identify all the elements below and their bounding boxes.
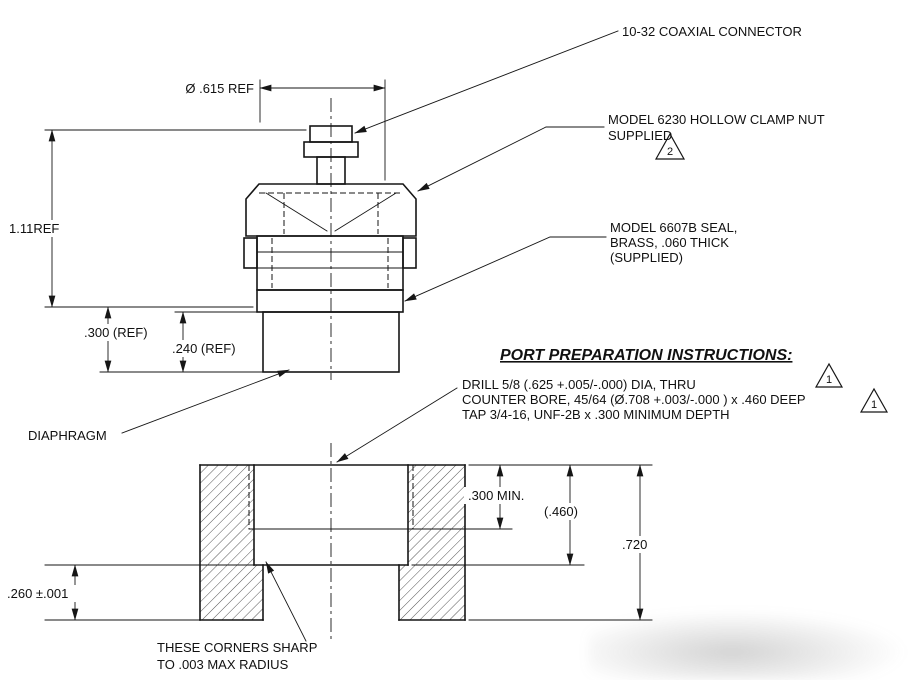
leader-sharp-corners — [265, 561, 307, 642]
port-instruction-line3: TAP 3/4-16, UNF-2B x .300 MINIMUM DEPTH — [462, 407, 730, 422]
seal-flange — [256, 289, 404, 313]
textbg-720 — [616, 536, 662, 553]
rev-flag-1b-number: 1 — [871, 399, 877, 411]
callout-seal-line3: (SUPPLIED) — [610, 250, 683, 265]
callout-clamp-nut-line1: MODEL 6230 HOLLOW CLAMP NUT — [608, 112, 825, 127]
callout-corners-line2: TO .003 MAX RADIUS — [157, 657, 289, 672]
callout-corners-line1: THESE CORNERS SHARP — [157, 640, 317, 655]
sensor-lower-cylinder — [262, 311, 400, 373]
body-tab-right — [402, 237, 417, 269]
textbg-111 — [4, 220, 62, 237]
body-tab-left — [243, 237, 258, 269]
port-instruction-line2: COUNTER BORE, 45/64 (Ø.708 +.003/-.000 )… — [462, 392, 806, 407]
rev-flag-2-triangle-icon — [654, 132, 686, 160]
leader-clamp-nut — [417, 126, 605, 192]
leader-port-instructions — [336, 387, 458, 463]
rev-flag-1a-triangle-icon — [814, 362, 844, 388]
rev-flag-2-number: 2 — [667, 146, 673, 158]
port-hatch-right — [399, 465, 465, 620]
rev-flag-1b-triangle-icon — [859, 387, 889, 413]
dim-text-615: Ø .615 REF — [185, 81, 254, 96]
dim-text-300ref: .300 (REF) — [84, 325, 148, 340]
dim-text-300min: .300 MIN. — [468, 488, 524, 503]
callout-clamp-nut-line2: SUPPLIED — [608, 128, 672, 143]
port-instructions-heading: PORT PREPARATION INSTRUCTIONS: — [500, 347, 792, 364]
clamp-nut-cone-left — [265, 192, 328, 232]
clamp-nut-body — [245, 183, 417, 237]
dim-text-260: .260 ±.001 — [7, 586, 68, 601]
callout-seal-line1: MODEL 6607B SEAL, — [610, 220, 737, 235]
textbg-240ref — [166, 340, 242, 357]
textbg-460 — [538, 503, 592, 520]
textbg-300ref — [78, 324, 154, 341]
rev-flag-1a-number: 1 — [826, 374, 832, 386]
leader-coax — [354, 30, 619, 134]
textbg-260 — [2, 585, 88, 602]
textbg-300min — [464, 487, 538, 504]
callout-coaxial-connector: 10-32 COAXIAL CONNECTOR — [622, 24, 802, 39]
port-instruction-line1: DRILL 5/8 (.625 +.005/-.000) DIA, THRU — [462, 377, 696, 392]
dim-text-720: .720 — [622, 537, 647, 552]
sensor-body — [256, 235, 404, 291]
leader-diaphragm — [121, 369, 290, 434]
port-hatch-left — [200, 465, 263, 620]
dim-text-240ref: .240 (REF) — [172, 341, 236, 356]
dim-text-111: 1.11REF — [9, 221, 59, 236]
callout-seal-line2: BRASS, .060 THICK — [610, 235, 729, 250]
dim-text-460: (.460) — [544, 504, 578, 519]
leader-seal — [404, 236, 607, 302]
clamp-nut-cone-right — [334, 192, 397, 232]
callout-diaphragm: DIAPHRAGM — [28, 428, 107, 443]
